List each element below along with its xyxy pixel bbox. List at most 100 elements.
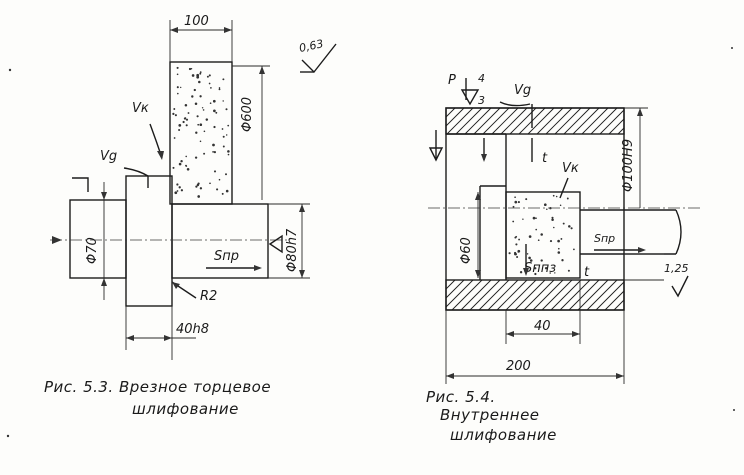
- abrasive-dot: [196, 75, 200, 79]
- hatch-line: [496, 279, 528, 311]
- dim-wheel-diameter-label: Φ600: [240, 97, 255, 132]
- hatch-line: [595, 281, 625, 311]
- hatch-line: [550, 279, 582, 311]
- abrasive-dot: [178, 129, 181, 131]
- abrasive-dot: [198, 80, 201, 84]
- abrasive-dot: [514, 196, 516, 199]
- p-label: P: [448, 73, 456, 88]
- abrasive-dot: [568, 225, 571, 228]
- abrasive-dot: [557, 251, 561, 254]
- abrasive-dot: [185, 155, 188, 158]
- abrasive-dot: [208, 82, 211, 85]
- abrasive-dot: [508, 252, 511, 255]
- vg-label: Vg: [100, 149, 117, 164]
- abrasive-dot: [227, 124, 230, 127]
- hatch-line: [451, 279, 483, 311]
- abrasive-dot: [203, 152, 206, 155]
- roughness-top-sub: 3: [478, 94, 485, 107]
- abrasive-dot: [173, 137, 176, 139]
- abrasive-dot: [212, 143, 215, 147]
- abrasive-dot: [212, 151, 214, 153]
- internal-wheel-dots: [508, 194, 575, 276]
- abrasive-dot: [186, 168, 190, 171]
- hatch-line: [478, 279, 510, 311]
- abrasive-dot: [176, 73, 179, 76]
- hatch-line: [536, 107, 564, 135]
- abrasive-dot: [525, 198, 528, 201]
- abrasive-dot: [188, 67, 192, 71]
- abrasive-dot: [193, 88, 196, 92]
- hatch-line: [445, 107, 465, 127]
- abrasive-dot: [180, 189, 184, 192]
- top-wall-hatching: [445, 107, 625, 135]
- hatch-line: [581, 107, 609, 135]
- abrasive-dot: [557, 247, 560, 250]
- abrasive-dot: [535, 228, 538, 231]
- abrasive-dot: [213, 125, 216, 129]
- hatch-line: [586, 279, 618, 311]
- abrasive-dot: [185, 164, 187, 167]
- abrasive-dot: [551, 218, 554, 221]
- dim-width-label: 100: [184, 14, 209, 29]
- hatch-line: [527, 107, 555, 135]
- abrasive-dot: [215, 111, 218, 114]
- abrasive-dot: [199, 72, 202, 75]
- abrasive-dot: [173, 108, 176, 110]
- figure-5-3: 100 Φ600 0,63 Vк Vg Φ70: [44, 14, 337, 418]
- abrasive-dot: [172, 166, 175, 169]
- abrasive-dot: [554, 272, 556, 274]
- scan-speck: [731, 47, 733, 49]
- t-bottom-label: t: [584, 265, 590, 280]
- abrasive-dot: [197, 195, 201, 198]
- abrasive-dot: [225, 189, 229, 193]
- abrasive-dot: [222, 135, 225, 138]
- abrasive-dot: [197, 123, 200, 126]
- feed-small-label: Sпр: [594, 232, 615, 245]
- dim-bore-diameter-label: Φ100H9: [621, 139, 636, 192]
- abrasive-dot: [540, 259, 543, 262]
- vg-label-54: Vg: [514, 83, 531, 98]
- abrasive-dot: [528, 256, 531, 260]
- abrasive-dot: [549, 240, 553, 243]
- hatch-line: [622, 308, 625, 311]
- abrasive-dot: [174, 114, 177, 117]
- abrasive-dot: [514, 200, 518, 204]
- abrasive-dot: [176, 66, 179, 69]
- hatch-line: [554, 107, 582, 135]
- abrasive-dot: [177, 92, 179, 95]
- abrasive-dot: [191, 95, 194, 98]
- abrasive-dot: [222, 78, 225, 81]
- grinding-wheel: [169, 61, 233, 205]
- hatch-line: [541, 279, 573, 311]
- hatch-line: [514, 279, 546, 311]
- hatch-line: [599, 109, 625, 135]
- abrasive-dot: [557, 239, 560, 243]
- abrasive-dot: [549, 272, 551, 274]
- figure-5-4: P 4 3 Vg t Vк Φ100H9 Φ60 Sпр: [426, 72, 700, 444]
- abrasive-dot: [185, 118, 189, 121]
- abrasive-dot: [176, 86, 179, 89]
- scan-speck: [8, 68, 12, 72]
- abrasive-dot: [218, 88, 221, 91]
- dim-length-label-54: 200: [506, 359, 531, 374]
- abrasive-dot: [205, 118, 209, 121]
- vk-arrow-54: [559, 177, 569, 199]
- abrasive-dot: [206, 75, 209, 78]
- hatch-line: [545, 107, 573, 135]
- abrasive-dot: [512, 205, 515, 208]
- hatch-line: [491, 107, 519, 135]
- hatch-line: [445, 279, 465, 299]
- abrasive-dot: [516, 255, 519, 259]
- abrasive-dot: [514, 236, 517, 239]
- abrasive-dot: [202, 109, 205, 111]
- abrasive-dot: [210, 87, 212, 89]
- abrasive-dot: [218, 178, 221, 181]
- abrasive-dot: [185, 124, 188, 127]
- scan-speck: [6, 434, 10, 438]
- abrasive-dot: [178, 186, 181, 189]
- vk-label: Vк: [132, 101, 149, 116]
- hatch-line: [590, 107, 618, 135]
- roughness-label: 0,63: [298, 37, 325, 55]
- abrasive-dot: [225, 134, 228, 136]
- abrasive-dot: [213, 151, 216, 154]
